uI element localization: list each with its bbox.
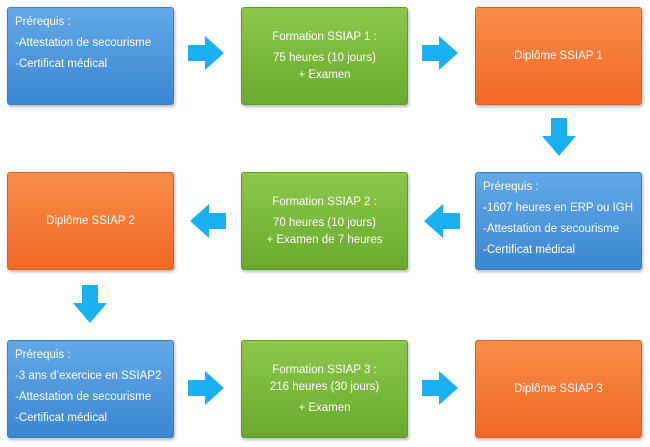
row1-prereq-item-2: -Certificat médical [15, 58, 108, 70]
row1-diplome-box: Diplôme SSIAP 1 [475, 7, 642, 105]
arrow-right-icon [422, 371, 458, 405]
arrow-right-icon [422, 36, 458, 70]
row1-formation-line-2: 75 heures (10 jours) [273, 51, 376, 64]
row1-formation-line-3: + Examen [298, 68, 351, 81]
row3-prereq-item-3: -Certificat médical [15, 412, 108, 424]
row3-diplome-label: Diplôme SSIAP 3 [514, 382, 603, 395]
row2-prereq-item-1: -1607 heures en ERP ou IGH [483, 202, 634, 214]
row2-prereq-item-2: -Attestation de secourisme [483, 223, 620, 235]
arrow-down-icon [73, 285, 107, 323]
row1-prereq-item-1: -Attestation de secourisme [15, 37, 152, 49]
arrow-left-icon [424, 204, 460, 238]
arrow-down-icon [542, 118, 576, 156]
arrow-left-icon [190, 204, 226, 238]
row2-prereq-item-3: -Certificat médical [483, 244, 576, 256]
arrow-right-icon [188, 371, 224, 405]
row3-prereq-item-2: -Attestation de secourisme [15, 391, 152, 403]
row3-formation-line-3: + Examen [298, 401, 351, 414]
row2-diplome-label: Diplôme SSIAP 2 [46, 214, 135, 227]
row3-formation-line-2: 216 heures (30 jours) [269, 380, 380, 393]
arrow-right-icon [188, 36, 224, 70]
row1-diplome-label: Diplôme SSIAP 1 [514, 49, 603, 62]
row3-diplome-box: Diplôme SSIAP 3 [475, 340, 642, 438]
row3-formation-box: Formation SSIAP 3 : 216 heures (30 jours… [241, 340, 408, 438]
row3-prereq-item-1: -3 ans d’exercice en SSIAP2 [15, 370, 162, 382]
row1-prereq-box: Prérequis : -Attestation de secourisme -… [7, 7, 174, 105]
row3-prereq-box: Prérequis : -3 ans d’exercice en SSIAP2 … [7, 340, 174, 438]
row3-prereq-title: Prérequis : [15, 349, 71, 361]
row2-formation-box: Formation SSIAP 2 : 70 heures (10 jours)… [241, 172, 408, 270]
row2-prereq-box: Prérequis : -1607 heures en ERP ou IGH -… [475, 172, 642, 270]
row2-formation-line-3: + Examen de 7 heures [266, 233, 383, 246]
row2-prereq-title: Prérequis : [483, 181, 539, 193]
row2-formation-line-1: Formation SSIAP 2 : [272, 195, 377, 208]
row2-formation-line-2: 70 heures (10 jours) [273, 216, 376, 229]
row1-prereq-title: Prérequis : [15, 16, 71, 28]
row2-diplome-box: Diplôme SSIAP 2 [7, 172, 174, 270]
row1-formation-box: Formation SSIAP 1 : 75 heures (10 jours)… [241, 7, 408, 105]
row3-formation-line-1: Formation SSIAP 3 : [272, 363, 377, 376]
row1-formation-line-1: Formation SSIAP 1 : [272, 30, 377, 43]
